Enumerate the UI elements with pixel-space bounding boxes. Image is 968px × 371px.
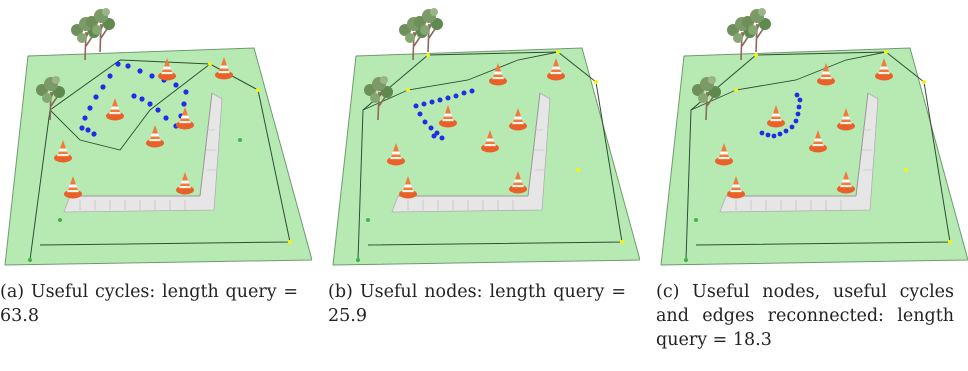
path-nodes [79, 61, 189, 137]
figure-panel-b: (b) Useful nodes: length query = 25.9 [328, 0, 640, 371]
caption-b: (b) Useful nodes: length query = 25.9 [328, 282, 626, 326]
path-nodes [413, 88, 475, 141]
scene-render-b [332, 7, 640, 266]
graph-nodes [734, 50, 952, 244]
path-nodes [759, 92, 803, 139]
graph-nodes [208, 62, 292, 244]
caption-a: (a) Useful cycles: length query = 63.8 [0, 282, 298, 326]
scene-render-a [4, 7, 312, 266]
figure-panel-c: (c) Useful nodes, useful cycles and edge… [656, 0, 968, 371]
graph-nodes [406, 50, 624, 244]
caption-c: (c) Useful nodes, useful cycles and edge… [656, 282, 954, 350]
figure-panel-a: (a) Useful cycles: length query = 63.8 [0, 0, 312, 371]
scene-render-c [660, 7, 968, 266]
